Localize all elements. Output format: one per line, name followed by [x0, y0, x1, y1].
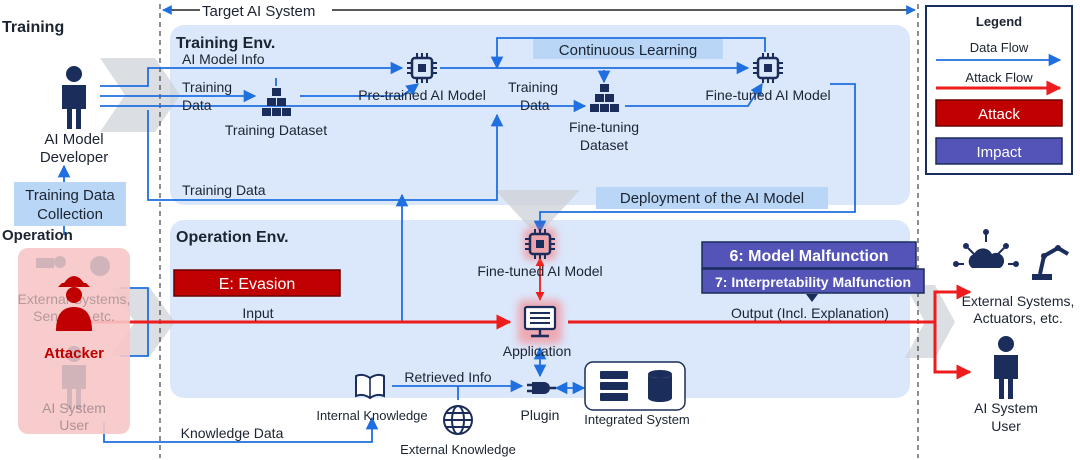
legend-attack-flow-label: Attack Flow [965, 70, 1033, 85]
evasion-attack-box [173, 269, 341, 297]
training-data-label-1: Training [182, 79, 232, 95]
training-env-title: Training Env. [176, 35, 275, 52]
ai-user-right-label-2: User [991, 418, 1021, 434]
ext-systems-right-label-1: External Systems, [962, 293, 1075, 309]
user-icon-right [994, 336, 1018, 399]
training-data-line-label: Training Data [182, 182, 266, 198]
internal-knowledge-label: Internal Knowledge [316, 408, 427, 423]
deployment-box [596, 187, 828, 209]
pretrained-model-label: Pre-trained AI Model [358, 87, 486, 103]
training-data-collection-line2: Collection [37, 206, 103, 223]
target-system-label: Target AI System [202, 3, 315, 20]
chip-icon-finetuned-op [524, 228, 556, 260]
left-actors-panel [18, 248, 130, 434]
training-heading: Training [2, 19, 64, 36]
flow-ai-model-info [100, 61, 404, 87]
flow-continuous-learning [490, 37, 766, 70]
server-icon [600, 371, 628, 401]
input-label: Input [242, 305, 273, 321]
flow-finetune-dataset-to-model [625, 82, 763, 107]
legend-data-flow-label: Data Flow [970, 40, 1029, 55]
application-label: Application [503, 343, 572, 359]
chip-icon-pretrained [407, 53, 437, 83]
ext-systems-right-label-2: Actuators, etc. [973, 310, 1062, 326]
training-dataset-label: Training Dataset [225, 122, 327, 138]
developer-person-icon [62, 66, 86, 129]
network-cloud-icon [953, 229, 1019, 268]
finetuned-model-op-label: Fine-tuned AI Model [477, 263, 602, 279]
attack-flow-to-user [933, 322, 972, 380]
developer-label-2: Developer [40, 149, 108, 166]
integrated-system-label: Integrated System [584, 412, 690, 427]
legend-attack-box [935, 99, 1063, 127]
plugin-icon [527, 382, 556, 394]
model-malfunction-box [701, 241, 917, 269]
attacker-label: Attacker [44, 345, 104, 362]
dataset-icon-training [262, 88, 291, 116]
knowledge-data-label: Knowledge Data [181, 425, 284, 441]
legend-title: Legend [976, 14, 1022, 29]
training-data-b-label-1: Training [508, 79, 558, 95]
user-icon-faded [62, 346, 86, 409]
flow-training-data-bottom [147, 110, 504, 201]
output-label: Output (Incl. Explanation) [731, 305, 889, 321]
ai-user-left-label-2: User [59, 417, 89, 433]
grey-funnel-deploy [495, 190, 580, 228]
training-data-b-label-2: Data [520, 97, 550, 113]
evasion-attack-label: E: Evasion [219, 276, 295, 293]
book-icon [355, 373, 385, 400]
impact-pointer [806, 294, 818, 302]
developer-label-1: AI Model [44, 131, 103, 148]
flow-dataset-to-pretrained [300, 83, 420, 97]
external-knowledge-label: External Knowledge [400, 442, 516, 457]
operation-heading: Operation [2, 227, 73, 244]
flow-deployment [533, 83, 856, 234]
training-data-label-2: Data [182, 97, 212, 113]
attacker-icon [56, 276, 92, 331]
deployment-label: Deployment of the AI Model [620, 190, 804, 207]
plugin-label: Plugin [521, 407, 560, 423]
finetuning-dataset-label-2: Dataset [580, 137, 628, 153]
globe-icon [443, 405, 473, 435]
training-env-box [170, 25, 910, 205]
training-data-collection-line1: Training Data [25, 187, 115, 204]
model-malfunction-label: 6: Model Malfunction [729, 248, 888, 265]
attack-flow-to-external [933, 284, 972, 322]
interpretability-malfunction-label: 7: Interpretability Malfunction [715, 274, 911, 290]
grey-chevron-developer [100, 58, 180, 132]
ai-user-right-label-1: AI System [974, 400, 1038, 416]
database-icon [648, 370, 672, 402]
robot-arm-icon [1032, 245, 1070, 280]
legend-impact-label: Impact [976, 144, 1022, 161]
dataset-icon-finetuning [590, 84, 619, 112]
retrieved-info-label: Retrieved Info [404, 369, 491, 385]
continuous-learning-label: Continuous Learning [559, 42, 697, 59]
ai-user-left-label-1: AI System [42, 400, 106, 416]
interpretability-malfunction-box [701, 268, 925, 294]
operation-env-title: Operation Env. [176, 229, 289, 246]
application-icon [518, 300, 562, 344]
legend-impact-box [935, 137, 1063, 165]
continuous-learning-box [533, 39, 723, 59]
chip-icon-finetuned-top [753, 53, 783, 83]
legend-attack-label: Attack [978, 106, 1020, 123]
sensor-icons-faded [36, 256, 110, 276]
ai-model-info-label: AI Model Info [182, 51, 265, 67]
finetuning-dataset-label-1: Fine-tuning [569, 119, 639, 135]
training-data-collection-box [14, 182, 126, 226]
finetuned-model-top-label: Fine-tuned AI Model [705, 87, 830, 103]
